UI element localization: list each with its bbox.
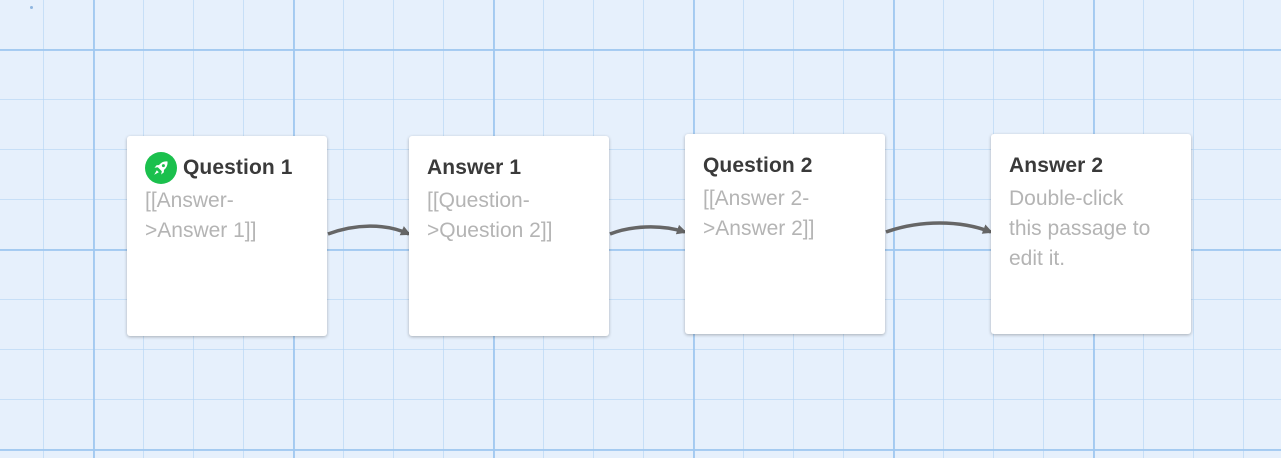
link-arrow-question1-answer1 [327,224,411,236]
passage-excerpt: [[Answer- >Answer 1]] [145,189,257,242]
passage-title: Question 2 [703,150,867,182]
passage-card-answer-2[interactable]: Answer 2 Double-click this passage to ed… [991,134,1191,334]
passage-excerpt: Double-click this passage to edit it. [1009,187,1151,270]
passage-title-text: Question 1 [183,156,293,179]
passage-title-text: Answer 1 [427,156,522,179]
canvas-origin-marker [30,6,33,9]
rocket-icon [145,152,177,184]
link-arrow-answer1-question2 [609,224,687,236]
passage-title-text: Question 2 [703,154,813,177]
passage-title: Question 1 [145,152,309,184]
passage-excerpt: [[Question- >Question 2]] [427,189,553,242]
passage-card-question-2[interactable]: Question 2 [[Answer 2- >Answer 2]] [685,134,885,334]
passage-excerpt: [[Answer 2- >Answer 2]] [703,187,815,240]
link-arrow-question2-answer2 [885,221,993,234]
passage-title-text: Answer 2 [1009,154,1104,177]
passage-title: Answer 1 [427,152,591,184]
passage-card-answer-1[interactable]: Answer 1 [[Question- >Question 2]] [409,136,609,336]
passage-card-question-1[interactable]: Question 1 [[Answer- >Answer 1]] [127,136,327,336]
passage-title: Answer 2 [1009,150,1173,182]
